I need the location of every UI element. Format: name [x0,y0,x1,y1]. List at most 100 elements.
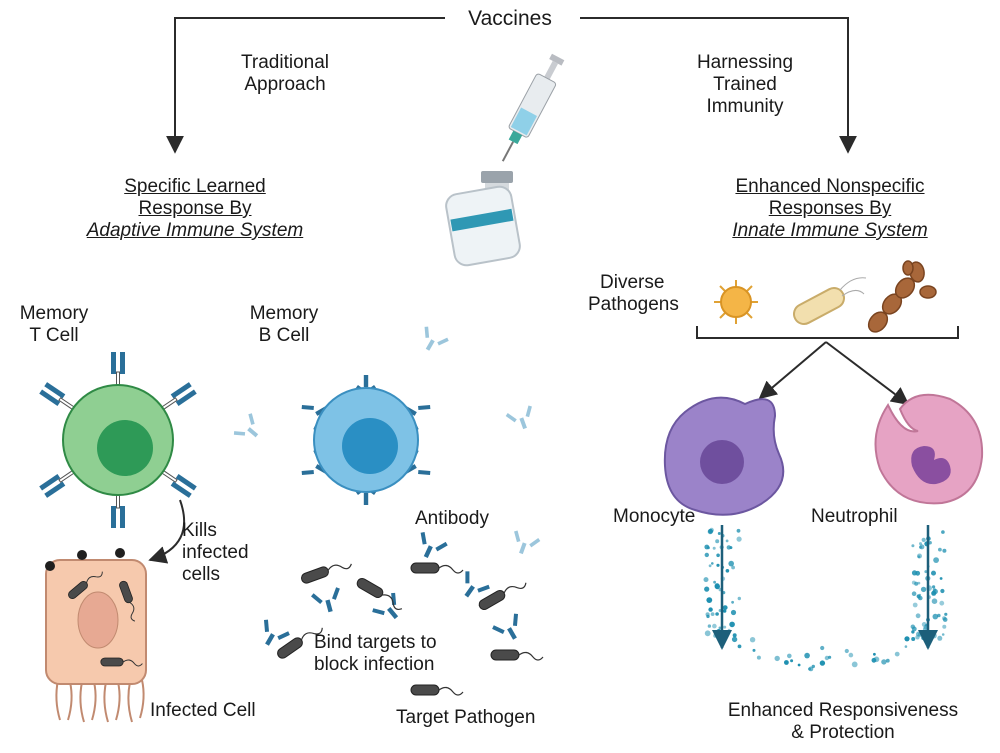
protection-dot [881,659,887,665]
protection-dot [729,546,733,550]
infected-cell-label: Infected Cell [150,700,256,721]
protection-dot [811,664,815,669]
protection-dot [933,557,939,563]
protection-dot [736,536,742,542]
innate-response-heading: Enhanced Nonspecific Responses By Innate… [732,176,928,241]
protection-dot [729,621,735,628]
protection-dot [784,660,789,665]
vaccine-branch-lines [166,17,857,154]
protection-dot [731,636,738,643]
protection-dot [848,652,854,658]
infected-cell [45,548,147,723]
monocyte-label: Monocyte [613,506,696,527]
protection-dot [917,596,921,600]
pathogen-bracket [696,326,959,339]
fungus-icon [867,260,937,333]
diagram-title: Vaccines [468,7,552,30]
protection-dot [911,637,916,641]
protection-dot [914,581,919,586]
protection-dot [708,564,712,568]
protection-dot [942,624,947,629]
protection-dot [731,565,735,570]
protection-dot [752,648,756,652]
protection-dot [716,629,722,634]
protection-dot [707,529,713,535]
protection-dot [712,623,717,629]
protection-dot [716,553,720,558]
syringe-icon [501,53,565,162]
protection-dot [707,624,712,628]
protection-dot [921,622,927,627]
protection-dot [737,644,742,649]
protection-dot [917,555,921,559]
protection-dot [851,661,858,668]
protection-dot [918,632,923,637]
protection-dot [749,637,756,643]
protection-dot [819,660,826,666]
protection-dot [939,577,943,580]
protection-dot [919,545,922,549]
protection-dot [932,613,939,620]
outcome-label: Enhanced Responsiveness& Protection [727,700,959,743]
protection-dot [706,546,710,550]
protection-dot [940,588,945,594]
protection-dot [797,663,801,667]
protection-dot [774,655,780,662]
protection-dot [787,653,792,659]
protection-dot [804,652,810,659]
protection-dot [931,570,936,576]
protection-dot [712,546,716,550]
protection-dot [920,586,927,593]
protection-dot [911,570,918,576]
protection-dot [722,609,727,613]
protection-dot [704,552,709,558]
protection-dot [704,630,711,637]
protection-dot [727,631,731,635]
protection-dot [904,636,910,642]
protection-dot [941,633,945,636]
protection-dot [708,528,713,534]
protection-dot [820,645,825,651]
antibody-label: Antibody [415,508,489,529]
protection-dot [894,651,900,657]
protection-dot [715,612,719,616]
protection-dot [732,633,737,638]
neutrophil-cell [874,393,984,505]
protection-dot [873,656,880,663]
protection-dot [932,588,937,592]
protection-dot [708,607,713,612]
protection-dot [714,583,720,590]
protection-dot [937,635,943,641]
protection-dot [725,539,729,543]
protection-dot [710,612,715,616]
response-arrows [712,525,938,650]
adaptive-response-heading: Specific Learned Response By Adaptive Im… [86,176,304,241]
protection-dot [736,528,741,533]
neutrophil-label: Neutrophil [811,506,898,527]
protection-dot [715,539,720,544]
protection-dot [938,547,942,552]
target-pathogen-label: Target Pathogen [396,707,536,728]
split-arrows [758,341,910,406]
memory-b-cell [299,375,433,505]
bacillus-icon [792,277,867,325]
protection-dot [824,655,830,661]
protection-dot [725,569,730,573]
protection-dot [713,580,716,584]
kill-arrow [148,499,186,564]
protection-dot [911,591,917,596]
protection-dot [918,595,923,601]
protection-dot [728,560,734,567]
protection-dot [704,586,710,592]
protection-dot [924,570,928,574]
monocyte-cell [663,396,785,516]
vaccine-vial-icon [445,171,521,267]
protection-dot [932,585,936,589]
protection-dot [717,532,721,535]
protection-dot [706,597,713,603]
protection-dot [722,605,728,610]
protection-dot [873,652,876,656]
